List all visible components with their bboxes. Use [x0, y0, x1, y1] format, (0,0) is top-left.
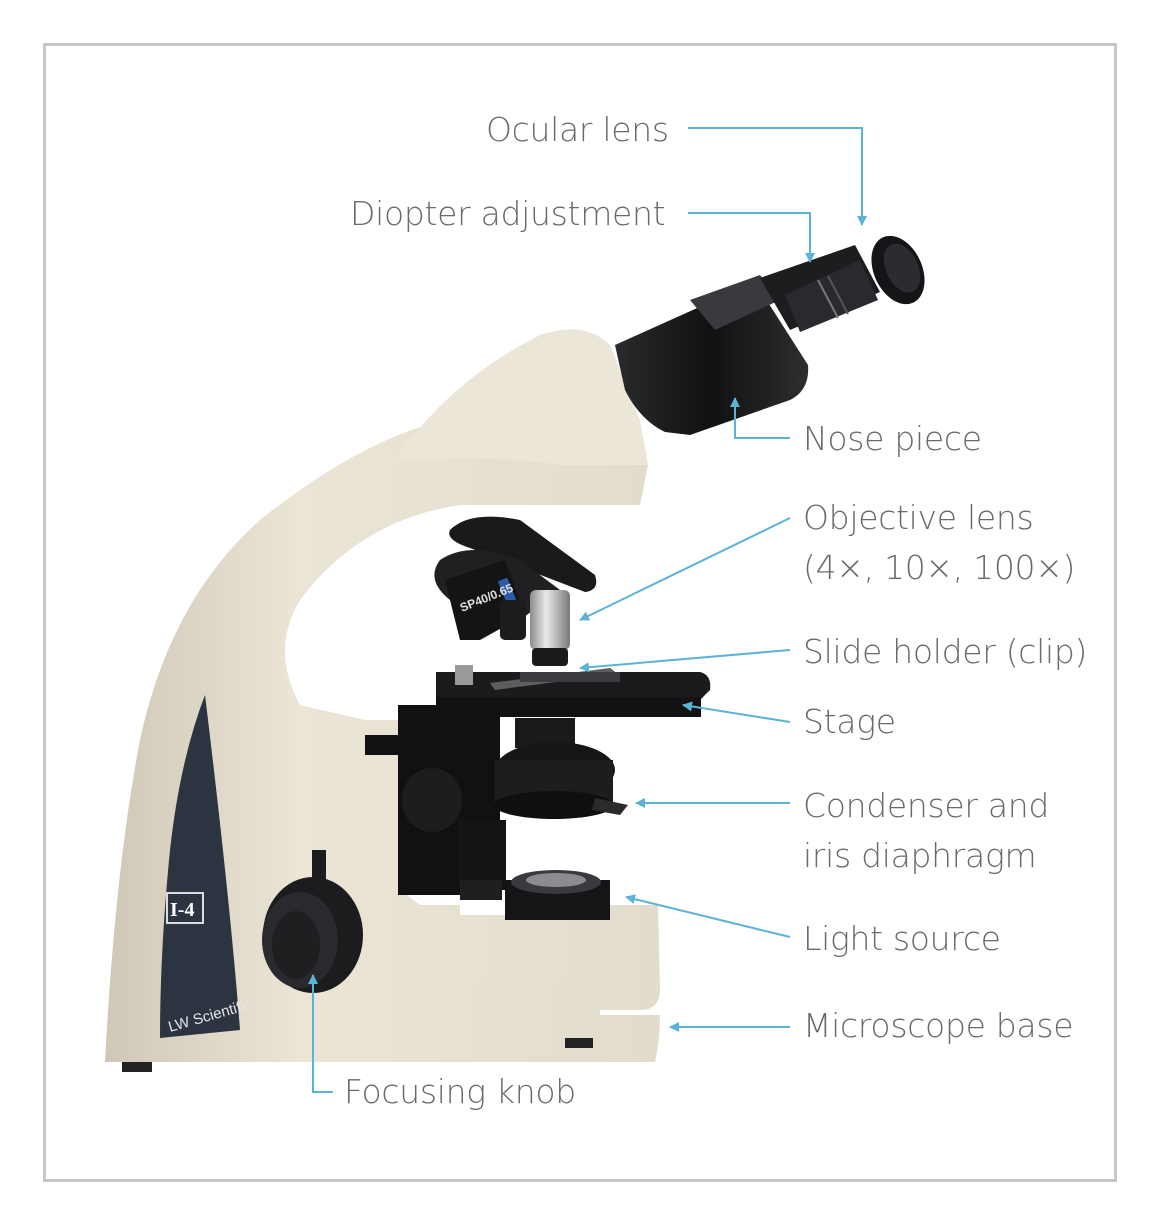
ocular-lens-arrow — [688, 127, 867, 226]
label-condenser: Condenser and — [803, 786, 1050, 825]
head-shape — [395, 329, 648, 465]
light-source-assembly — [505, 870, 610, 920]
leader-lines — [308, 127, 867, 1093]
label-microscope-base: Microscope base — [803, 1006, 1074, 1045]
label-focusing-knob: Focusing knob — [344, 1072, 576, 1111]
label-objective-lens-magnifications: (4×, 10×, 100×) — [803, 548, 1076, 587]
focusing-knob-arrow — [308, 974, 333, 1093]
diopter-arrow — [688, 212, 815, 263]
objective-lens-arrow — [579, 517, 791, 621]
condenser-assembly — [494, 718, 628, 819]
foot-left — [122, 1062, 152, 1072]
nosepiece-and-objectives: SP40/0.65 — [434, 516, 597, 666]
binocular-head — [615, 235, 925, 435]
light-source-arrow — [625, 894, 791, 938]
side-panel — [160, 695, 240, 1038]
nose-piece-arrow — [730, 397, 790, 439]
foot-right — [565, 1038, 593, 1048]
model-badge — [166, 892, 204, 924]
stage-arrow — [682, 701, 791, 723]
label-objective-lens: Objective lens — [803, 498, 1034, 537]
label-stage: Stage — [803, 702, 896, 741]
model-mark: I-4 — [170, 899, 194, 921]
label-iris-diaphragm: iris diaphragm — [803, 836, 1037, 875]
focus-column — [458, 820, 506, 900]
label-nose-piece: Nose piece — [803, 419, 982, 458]
label-light-source: Light source — [803, 919, 1001, 958]
label-slide-holder: Slide holder (clip) — [803, 632, 1088, 671]
slide-holder-arrow — [579, 649, 791, 673]
label-diopter-adjustment: Diopter adjustment — [350, 194, 666, 233]
label-ocular-lens: Ocular lens — [486, 110, 669, 149]
focusing-knob-shape — [262, 850, 363, 993]
